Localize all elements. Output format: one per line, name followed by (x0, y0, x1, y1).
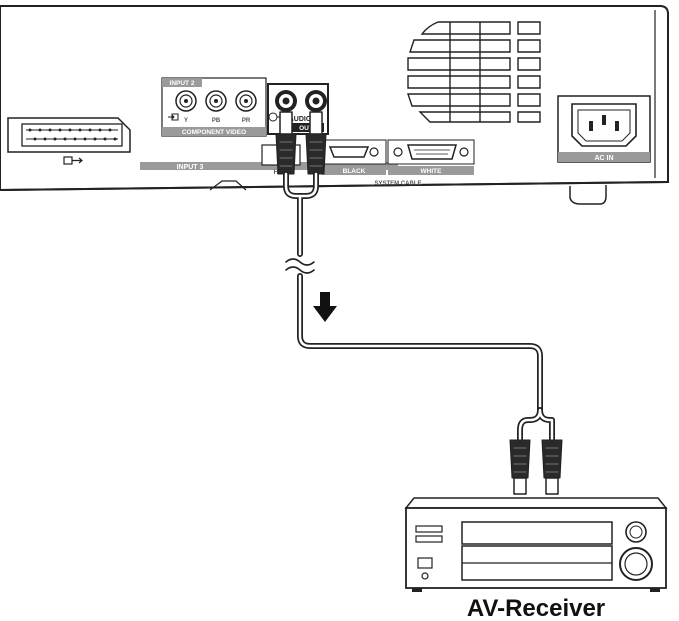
bottom-rca-plug-left (509, 439, 531, 495)
y-label: Y (184, 118, 188, 124)
input3-label: INPUT 3 (177, 164, 204, 171)
device-rear-panel: AC IN INPUT (0, 5, 669, 205)
black-label: BLACK (343, 168, 366, 175)
ventilation-grille (407, 21, 541, 123)
scart-connector (7, 117, 131, 165)
bottom-rca-plug-right (541, 439, 563, 495)
audio-cable (275, 111, 563, 495)
scart-output-icon (63, 156, 83, 165)
ac-in-label: AC IN (594, 155, 613, 162)
system-cable-label: SYSTEM CABLE (374, 181, 421, 187)
component-video-label: COMPONENT VIDEO (182, 129, 246, 136)
pb-label: PB (212, 118, 221, 124)
component-video-jacks: INPUT 2 COMPONENT VIDEO Y PB PR (161, 77, 267, 137)
audio-out-jacks: AUDIO OUT (267, 83, 329, 135)
input2-label: INPUT 2 (170, 80, 195, 87)
signal-direction-arrow-icon (313, 292, 337, 322)
audio-out-label: OUT (299, 125, 313, 132)
white-label: WHITE (421, 168, 443, 175)
input-icon (168, 113, 179, 121)
system-cable-connectors: BLACK WHITE SYSTEM CABLE (321, 139, 475, 187)
av-receiver (404, 497, 668, 592)
audio-label: AUDIO (289, 116, 312, 123)
cable-break-mark (285, 258, 315, 274)
pr-label: PR (242, 118, 251, 124)
top-rca-plug-left (275, 111, 297, 175)
top-rca-plug-right (305, 111, 327, 175)
av-receiver-label: AV-Receiver (467, 595, 605, 621)
ac-inlet: AC IN (557, 95, 651, 163)
h-label: H (274, 169, 279, 176)
